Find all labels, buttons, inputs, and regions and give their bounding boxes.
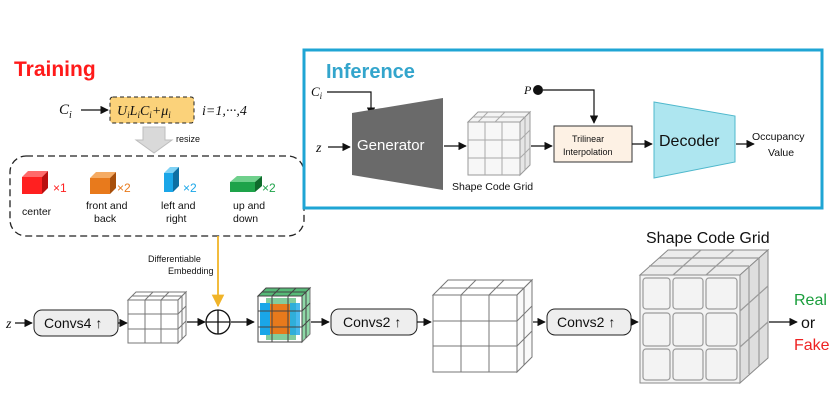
or-label: or xyxy=(801,315,816,332)
occupancy-label-line2: Value xyxy=(768,147,794,159)
inference-grid-label: Shape Code Grid xyxy=(452,181,533,193)
trilinear-label-line1: Trilinear xyxy=(572,134,604,144)
fake-label: Fake xyxy=(794,337,830,354)
left-right-label-line1: left and xyxy=(161,200,196,212)
grid-medium xyxy=(431,278,534,374)
resize-arrow-icon xyxy=(134,126,174,154)
svg-text:Ci: Ci xyxy=(311,84,323,101)
index-label: i=1,···,4 xyxy=(202,104,247,119)
up-down-multiplier: ×2 xyxy=(262,181,276,195)
decoder-label: Decoder xyxy=(659,133,720,150)
formula-box xyxy=(109,96,195,124)
part-embedding-group xyxy=(9,155,305,237)
embedding-label-line2: Embedding xyxy=(168,266,214,276)
inference-ci-label: Ci xyxy=(311,84,323,101)
p-point-icon xyxy=(533,85,543,95)
embedding-label-line1: Differentiable xyxy=(148,254,201,264)
shape-code-grid-label: Shape Code Grid xyxy=(646,230,770,247)
up-down-cube-icon xyxy=(230,176,262,192)
resize-label: resize xyxy=(176,134,200,144)
center-cube-icon xyxy=(22,171,48,194)
front-back-multiplier: ×2 xyxy=(117,181,131,195)
inference-panel xyxy=(302,48,824,210)
generator-label: Generator xyxy=(357,137,425,154)
training-title: Training xyxy=(14,58,96,81)
inference-z-label: z xyxy=(315,141,322,156)
inference-ci-arrow xyxy=(327,91,376,116)
shape-code-grid-large xyxy=(638,248,770,385)
formula-text: UiLiCi+μi xyxy=(117,104,171,120)
inference-title: Inference xyxy=(326,61,415,83)
convs2-label-2: Convs2 ↑ xyxy=(557,314,615,330)
p-label: P xyxy=(523,83,532,97)
grid-small-1 xyxy=(126,290,188,345)
svg-text:UiLiCi+μi: UiLiCi+μi xyxy=(117,104,171,120)
svg-text:Ci: Ci xyxy=(59,102,72,121)
front-back-cube-icon xyxy=(90,172,116,194)
convs2-label-1: Convs2 ↑ xyxy=(343,314,401,330)
left-right-multiplier: ×2 xyxy=(183,181,197,195)
trilinear-label-line2: Interpolation xyxy=(563,147,613,157)
occupancy-label-line1: Occupancy xyxy=(752,131,805,143)
center-multiplier: ×1 xyxy=(53,181,67,195)
center-label: center xyxy=(22,206,52,218)
left-right-cube-icon xyxy=(164,167,179,192)
up-down-label-line2: down xyxy=(233,213,258,225)
left-right-label-line2: right xyxy=(166,213,187,225)
front-back-label-line1: front and xyxy=(86,200,128,212)
training-ci-label: Ci xyxy=(59,102,72,121)
p-to-trilinear-arrow xyxy=(543,89,599,124)
decoder-block xyxy=(653,101,736,179)
add-operator-icon xyxy=(205,309,231,335)
training-z-label: z xyxy=(5,317,12,332)
real-label: Real xyxy=(794,292,827,309)
front-back-label-line2: back xyxy=(94,213,117,225)
convs4-label: Convs4 ↑ xyxy=(44,315,102,331)
trilinear-interpolation-box xyxy=(553,125,633,163)
grid-with-parts xyxy=(256,286,312,344)
inference-shape-code-grid xyxy=(466,110,532,177)
generator-block xyxy=(352,98,443,190)
up-down-label-line1: up and xyxy=(233,200,265,212)
